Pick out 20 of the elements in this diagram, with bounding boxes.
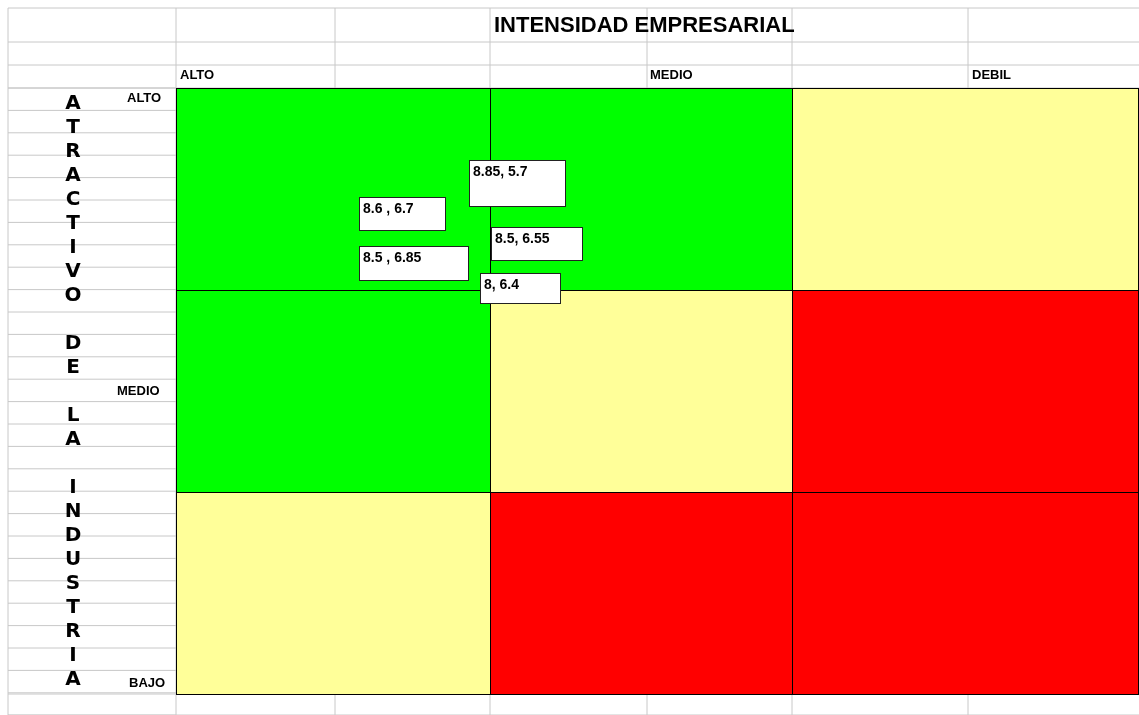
matrix-cell bbox=[792, 290, 1139, 493]
value-label: 8.5 , 6.85 bbox=[359, 246, 469, 281]
matrix-cell bbox=[490, 290, 793, 493]
col-heading: DEBIL bbox=[972, 67, 1011, 82]
axis-title: INTENSIDAD EMPRESARIAL bbox=[494, 12, 795, 38]
row-heading: MEDIO bbox=[117, 383, 160, 398]
value-label: 8, 6.4 bbox=[480, 273, 561, 304]
matrix-cell bbox=[792, 492, 1139, 695]
vertical-axis-title: ATRACTIVO DE LA INDUSTRIA bbox=[60, 90, 86, 690]
value-label: 8.85, 5.7 bbox=[469, 160, 566, 207]
matrix-cell bbox=[176, 290, 491, 493]
value-label: 8.5, 6.55 bbox=[491, 227, 583, 261]
col-heading: MEDIO bbox=[650, 67, 693, 82]
row-heading: ALTO bbox=[127, 90, 162, 105]
matrix-cell bbox=[490, 492, 793, 695]
col-heading: ALTO bbox=[180, 67, 215, 82]
row-heading: BAJO bbox=[129, 675, 166, 690]
value-label: 8.6 , 6.7 bbox=[359, 197, 446, 231]
matrix-cell bbox=[792, 88, 1139, 291]
matrix-cell bbox=[176, 492, 491, 695]
